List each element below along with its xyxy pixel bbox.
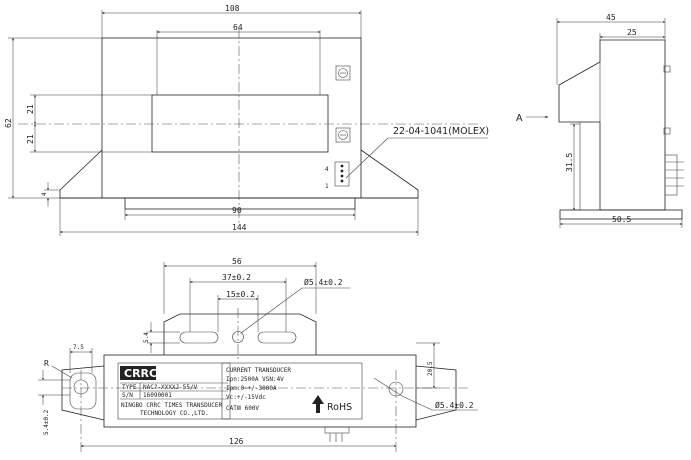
type-value: NAC?-XXXXJ-55/V [143,384,198,391]
base-plate [124,197,356,210]
connector-callout: 22-04-1041(MOLEX) [393,126,489,137]
side-view: A 45 25 31.5 50.5 [516,13,684,228]
brand-logo: CRRC [124,367,157,380]
label-plate: CRRC TYPE NAC?-XXXXJ-55/V S/N 16090001 N… [117,362,231,420]
spec-plate: CURRENT TRANSDUCER Ipn:2500A VSN:4V Ipm:… [221,362,363,420]
dim-64: 64 [233,23,243,32]
top-mount-tab [163,313,317,355]
front-window [151,94,329,153]
dim-45: 45 [606,13,616,22]
company-line-2: TECHNOLOGY CO.,LTD. [140,410,209,417]
top-body [103,354,417,428]
dim-21-lower: 21 [26,134,35,144]
left-flange [59,149,103,199]
sn-value: 16090001 [143,392,172,399]
left-ear [61,365,105,421]
side-base [559,209,683,220]
company-line-1: NINGBO CRRC TIMES TRANSDUCER [121,402,223,409]
dim-4: 4 [41,192,48,196]
connector-leader [345,137,389,179]
slot-right [257,331,297,344]
side-body-outline [558,39,666,211]
radius-label: R [44,359,49,368]
view-arrow-label: A [516,113,523,124]
right-flange [360,149,419,199]
screw-mid-icon [335,127,351,143]
dim-126: 126 [229,437,244,446]
dim-37: 37±0.2 [222,273,251,282]
spec-line-4: CATⅢ 600V [226,405,259,412]
spec-title: CURRENT TRANSDUCER [226,367,291,374]
pin-label-1: 1 [325,183,329,190]
side-pins-icon [663,65,684,196]
dim-108: 108 [225,4,240,13]
screw-top-icon [335,65,351,81]
spec-line-3: Vc:+/-15Vdc [226,394,266,401]
dim-hole-right: Ø5.4±0.2 [435,400,474,410]
dim-90: 90 [232,206,242,215]
sn-key: S/N [122,392,133,399]
rohs-mark: RoHS [327,402,352,413]
type-key: TYPE [122,384,137,391]
terminal-pins-icon [324,426,350,442]
brand-logo-icon [120,366,156,380]
dim-15: 15±0.2 [226,290,255,299]
front-view: 4 1 22-04-1041(MOLEX) 108 64 62 21 21 4 [4,4,489,236]
dim-50-5: 50.5 [612,215,631,224]
dim-31-5: 31.5 [565,153,574,172]
pin-label-4: 4 [325,166,329,173]
dim-7-5: 7.5 [73,344,84,351]
dim-slot-height: 5.4 [143,332,150,343]
up-arrow-icon [312,395,324,413]
left-ear-slot [69,372,97,410]
front-body-outline [101,37,362,199]
right-ear [415,365,457,421]
dim-62: 62 [4,118,13,128]
top-view: CRRC TYPE NAC?-XXXXJ-55/V S/N 16090001 N… [38,257,478,452]
dim-21-upper: 21 [26,104,35,114]
spec-line-1: Ipn:2500A VSN:4V [226,376,284,383]
dim-20-5: 20.5 [427,361,434,376]
connector-icon [334,161,350,187]
dim-hole-top: Ø5.4±0.2 [304,277,343,287]
spec-line-2: Ipm:0~+/-3000A [226,385,277,392]
dim-56: 56 [232,257,242,266]
dim-mount-height: 5.4±0.2 [43,409,50,435]
dim-144: 144 [232,223,247,232]
slot-left [179,331,219,344]
dim-25: 25 [627,28,637,37]
